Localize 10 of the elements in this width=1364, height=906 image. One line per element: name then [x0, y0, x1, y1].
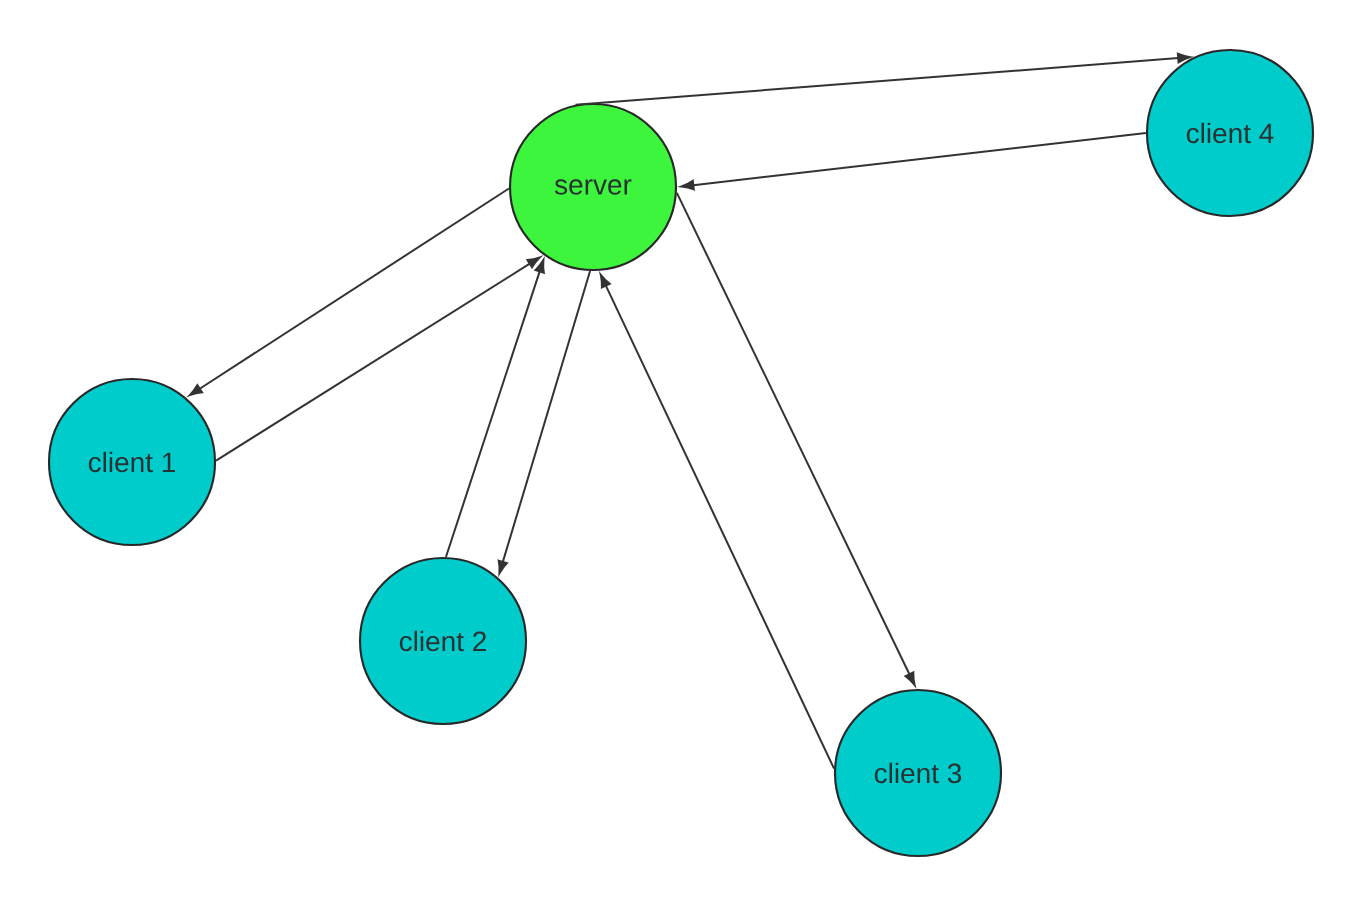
arrow [574, 52, 1192, 106]
arrow [599, 273, 836, 770]
arrow [675, 191, 916, 686]
arrow [188, 187, 510, 397]
circle-node: client 4 [1145, 48, 1315, 218]
circle-node: client 1 [47, 377, 217, 547]
circle-node: client 3 [833, 688, 1003, 858]
arrow [680, 132, 1147, 191]
circle-node: server [508, 102, 678, 272]
circle-node: client 2 [358, 556, 528, 726]
